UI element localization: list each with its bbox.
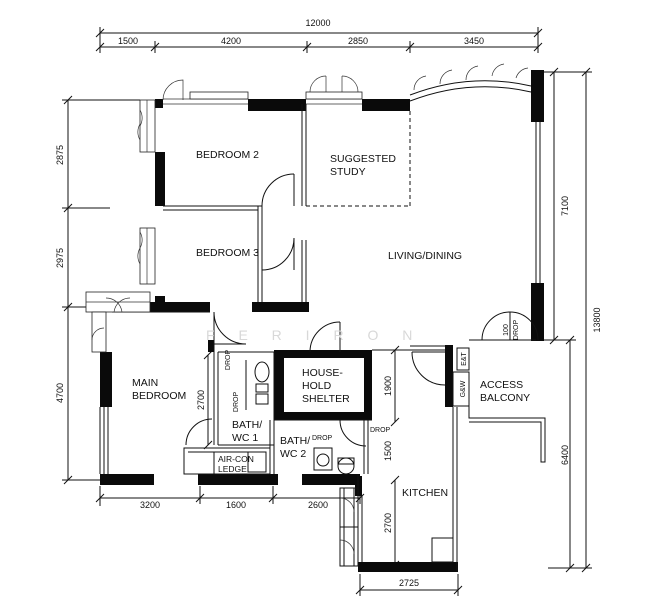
room-bedroom-3: BEDROOM 3	[196, 247, 259, 259]
dim-right-inner: 7100	[560, 196, 570, 216]
room-kitchen: KITCHEN	[402, 487, 448, 499]
label-gw: G&W	[460, 380, 467, 397]
label-drop-balcony-num: 100	[503, 324, 510, 336]
room-aircon-line1: AIR-CON	[218, 454, 254, 464]
dim-right-outer: 13800	[592, 307, 602, 332]
room-access-line2: BALCONY	[480, 392, 530, 404]
dim-top-4: 3450	[464, 36, 484, 46]
label-drop-bath1: DROP	[233, 392, 240, 413]
room-access-line1: ACCESS	[480, 379, 523, 391]
room-main-line1: MAIN	[132, 377, 158, 389]
label-drop-kitchen: DROP	[370, 427, 391, 434]
door-swings	[91, 63, 539, 555]
room-bath1-line2: WC 1	[232, 432, 258, 444]
label-et: E&T	[461, 351, 468, 365]
room-main-line2: BEDROOM	[132, 390, 186, 402]
room-study-line2: STUDY	[330, 166, 366, 178]
dim-bottom-3: 2600	[308, 500, 328, 510]
walls	[100, 70, 544, 572]
dim-shelter-height: 1900	[383, 376, 393, 396]
dim-kitchen-height: 2700	[383, 513, 393, 533]
label-drop-shelter: DROP	[225, 350, 232, 371]
dim-left-1: 2875	[55, 145, 65, 165]
label-drop-bath2: DROP	[312, 435, 333, 442]
room-shelter-line2: HOLD	[302, 380, 332, 392]
dim-top-2: 4200	[221, 36, 241, 46]
dim-bottom-1: 3200	[140, 500, 160, 510]
room-bath2-line1: BATH/	[280, 435, 310, 447]
dim-left-2: 2975	[55, 248, 65, 268]
room-bath1-line1: BATH/	[232, 419, 262, 431]
partitions	[85, 80, 546, 572]
room-shelter-line1: HOUSE-	[302, 367, 343, 379]
dim-right-lower: 6400	[560, 445, 570, 465]
dimension-lines	[62, 27, 592, 596]
dim-bath2-height: 1500	[383, 441, 393, 461]
dim-bottom-kitchen: 2725	[399, 578, 419, 588]
dim-bottom-2: 1600	[226, 500, 246, 510]
room-shelter-line3: SHELTER	[302, 393, 350, 405]
dim-left-3: 4700	[55, 383, 65, 403]
room-study-line1: SUGGESTED	[330, 153, 396, 165]
room-aircon-line2: LEDGE	[218, 464, 247, 474]
fixtures	[245, 360, 355, 475]
dim-bath1-height: 2700	[196, 390, 206, 410]
room-bath2-line2: WC 2	[280, 448, 306, 460]
room-living-dining: LIVING/DINING	[388, 250, 462, 262]
dim-total-width: 12000	[305, 18, 330, 28]
watermark: F E R I R O N	[206, 327, 422, 343]
room-bedroom-2: BEDROOM 2	[196, 149, 259, 161]
dim-top-1: 1500	[118, 36, 138, 46]
label-drop-balcony: DROP	[513, 320, 520, 341]
dim-top-3: 2850	[348, 36, 368, 46]
